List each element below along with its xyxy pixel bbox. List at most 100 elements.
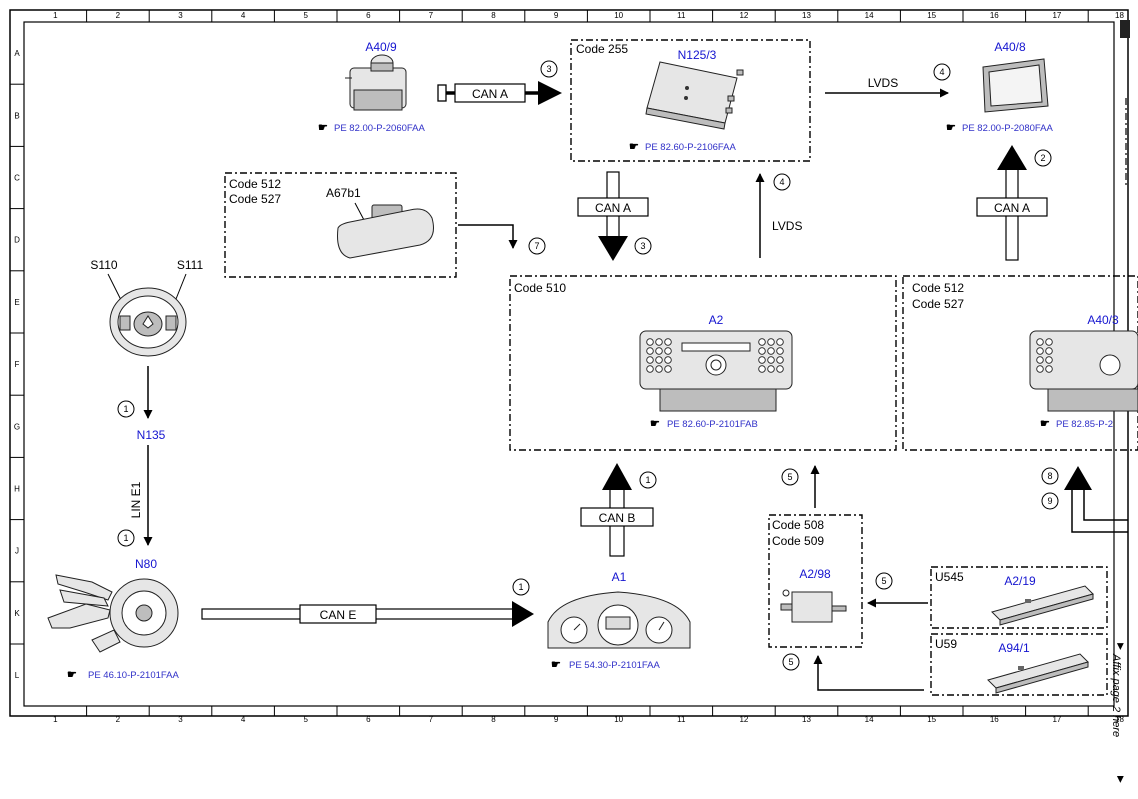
- marker-1-can-e: 1: [512, 578, 530, 596]
- code-527-label: Code 527: [912, 297, 964, 311]
- grid-column-label: 6: [366, 715, 371, 724]
- can-b-label: CAN B: [599, 511, 636, 525]
- svg-text:1: 1: [518, 582, 523, 592]
- u545-label: U545: [935, 570, 964, 584]
- grid-column-label: 8: [491, 11, 496, 20]
- pointer-hand-icon: ☛: [650, 418, 660, 430]
- a40-3-label: A40/3: [1087, 313, 1119, 327]
- svg-text:1: 1: [123, 404, 128, 414]
- a67b1-label: A67b1: [326, 186, 361, 200]
- can-a-link-a40-9: CAN A: [437, 81, 562, 105]
- steering-wheel-component: S110 S111: [90, 258, 204, 357]
- grid-column-label: 8: [491, 715, 496, 724]
- affix-note-text: Affix page 2 here: [1110, 653, 1122, 737]
- u59-box: [930, 633, 1108, 696]
- grid-column-label: 14: [865, 11, 874, 20]
- right-edge-link: [1064, 466, 1128, 533]
- a40-8-label: A40/8: [994, 40, 1026, 54]
- lin-e1-label: LIN E1: [129, 481, 143, 518]
- svg-text:1: 1: [645, 475, 650, 485]
- marker-3-can-a: 3: [540, 60, 558, 78]
- n135-label: N135: [137, 428, 166, 442]
- a1-label: A1: [612, 570, 627, 584]
- grid-column-label: 11: [677, 715, 686, 724]
- a94-1-module-icon: [987, 653, 1089, 694]
- svg-text:2: 2: [1040, 153, 1045, 163]
- marker-1-lin: 1: [117, 529, 135, 547]
- grid-column-label: 16: [990, 715, 999, 724]
- a2-19-label: A2/19: [1004, 574, 1036, 588]
- affix-note: Affix page 2 here ▶ ▶: [1110, 643, 1126, 783]
- a2-ref: PE 82.60-P-2101FAB: [667, 419, 758, 430]
- grid-column-label: 2: [116, 11, 121, 20]
- a94-1-label: A94/1: [998, 641, 1030, 655]
- grid-row-label: B: [14, 111, 19, 120]
- grid-row-label: E: [14, 298, 19, 307]
- code-512-527-box: [902, 275, 1138, 451]
- s111-label: S111: [177, 258, 204, 272]
- a40-8-display-icon: [982, 58, 1049, 113]
- a2-98-module-icon: [780, 589, 847, 623]
- pointer-hand-icon: ☛: [551, 659, 561, 671]
- grid-row-label: A: [14, 49, 20, 58]
- s110-label: S110: [90, 258, 117, 272]
- pointer-hand-icon: ☛: [318, 122, 328, 134]
- n80-switch-icon: [47, 574, 179, 653]
- a40-8-component: A40/8 ☛ PE 82.00-P-2080FAA: [946, 40, 1053, 134]
- svg-text:5: 5: [788, 657, 793, 667]
- grid-column-label: 2: [116, 715, 121, 724]
- grid-column-label: 16: [990, 11, 999, 20]
- code-509-label: Code 509: [772, 534, 824, 548]
- grid-row-label: D: [14, 236, 20, 245]
- can-a-link-a40-3-a40-8: CAN A: [976, 145, 1048, 261]
- code-512-label: Code 512: [912, 281, 964, 295]
- pointer-hand-icon: ☛: [946, 122, 956, 134]
- grid-column-label: 18: [1115, 715, 1124, 724]
- a2-label: A2: [709, 313, 724, 327]
- lvds-label: LVDS: [868, 76, 898, 90]
- u545-box: [930, 566, 1108, 629]
- can-a-label: CAN A: [994, 201, 1030, 215]
- a1-ref: PE 54.30-P-2101FAA: [569, 660, 660, 671]
- grid-column-label: 7: [429, 11, 434, 20]
- grid-column-label: 5: [303, 11, 308, 20]
- a40-3-ref: PE 82.85-P-2: [1056, 419, 1113, 430]
- code-255-label: Code 255: [576, 42, 628, 56]
- grid-row-label: H: [14, 485, 20, 494]
- grid-column-label: 17: [1052, 11, 1061, 20]
- marker-1-wheel: 1: [117, 400, 135, 418]
- marker-5-u59: 5: [782, 653, 800, 671]
- steering-wheel-icon: [109, 287, 187, 357]
- lvds-label: LVDS: [772, 219, 802, 233]
- marker-4-lvds-vertical: 4: [773, 173, 791, 191]
- can-b-link: CAN B: [580, 463, 654, 557]
- u59-label: U59: [935, 637, 957, 651]
- a40-9-component: A40/9 ☛ PE 82.00-P-2060FAA: [318, 40, 425, 134]
- a2-19-module-icon: [991, 585, 1094, 626]
- grid-column-label: 3: [178, 11, 183, 20]
- svg-text:1: 1: [123, 533, 128, 543]
- grid-column-label: 4: [241, 715, 246, 724]
- grid-column-label: 13: [802, 11, 811, 20]
- pointer-hand-icon: ☛: [629, 141, 639, 153]
- pointer-hand-icon: ☛: [67, 669, 77, 681]
- grid-column-label: 13: [802, 715, 811, 724]
- marker-7-mirror: 7: [528, 237, 546, 255]
- svg-text:3: 3: [640, 241, 645, 251]
- a2-radio-icon: [639, 330, 793, 412]
- can-e-link: CAN E: [201, 601, 534, 627]
- svg-text:4: 4: [939, 67, 944, 77]
- code-508-label: Code 508: [772, 518, 824, 532]
- marker-5-u545: 5: [875, 572, 893, 590]
- grid-column-label: 6: [366, 11, 371, 20]
- can-a-label: CAN A: [595, 201, 631, 215]
- n125-3-ref: PE 82.60-P-2106FAA: [645, 142, 736, 153]
- triangle-down-icon: ▶: [1116, 776, 1126, 783]
- code-527-label: Code 527: [229, 192, 281, 206]
- grid-column-label: 11: [677, 11, 686, 20]
- circled-markers: 3 3 4 4 2 7 1 1 1 1 5 5 5 8 9: [117, 60, 1059, 671]
- a2-98-label: A2/98: [799, 567, 831, 581]
- grid-column-label: 9: [554, 11, 559, 20]
- grid-column-label: 1: [53, 715, 58, 724]
- grid-column-label: 10: [614, 715, 623, 724]
